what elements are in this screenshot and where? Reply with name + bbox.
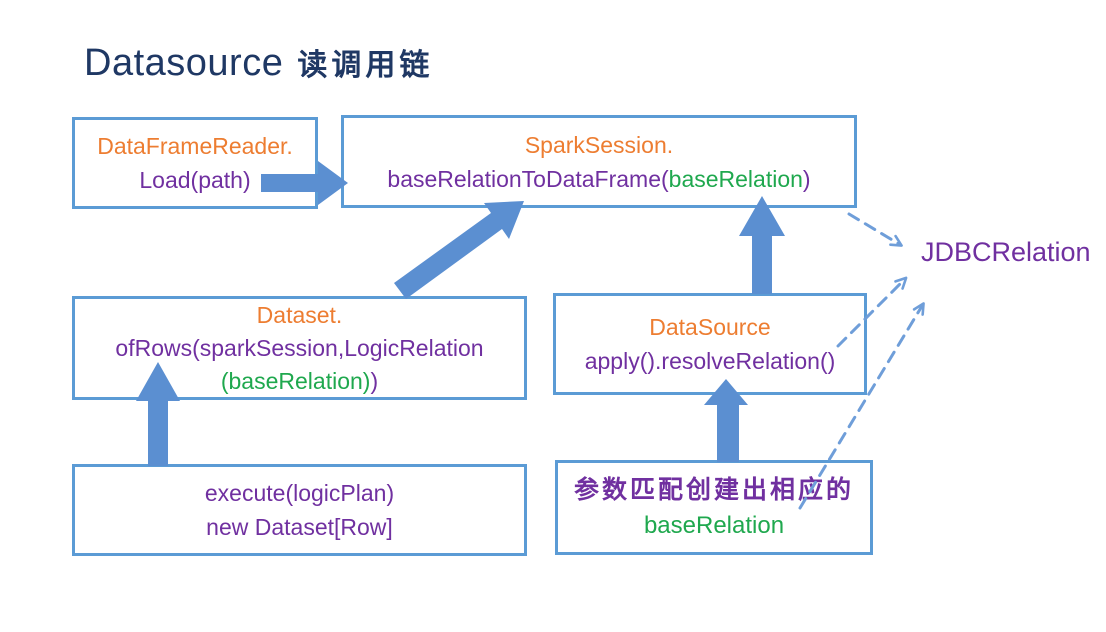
node-dataframereader: DataFrameReader. Load(path) (72, 117, 318, 209)
node-datasource: DataSource apply().resolveRelation() (553, 293, 867, 395)
dashed-arrow-sparksession-to-jdbcrelation (847, 212, 903, 247)
node-param-match: 参数匹配创建出相应的 baseRelation (555, 460, 873, 555)
node-method: ofRows(sparkSession,LogicRelation (115, 334, 484, 361)
node-execute: execute(logicPlan) new Dataset[Row] (72, 464, 527, 556)
label-jdbcrelation: JDBCRelation (921, 237, 1091, 267)
node-class-name: DataSource (649, 314, 771, 340)
title-subtitle-cn: 读调用链 (297, 49, 434, 82)
node-method: Load(path) (139, 167, 251, 193)
method-arg: baseRelation (668, 165, 803, 192)
method-close-paren: ) (802, 165, 811, 192)
node-class-name: SparkSession. (524, 131, 674, 158)
method-arg: (baseRelation) (220, 367, 371, 394)
node-class-name: DataFrameReader. (97, 133, 293, 159)
node-dataset: Dataset. ofRows(sparkSession,LogicRelati… (72, 296, 527, 400)
title-text: Datasource (84, 42, 284, 84)
arrow-resolverelation-to-baserelationtodataframe (739, 196, 785, 294)
node-method-arg-line: (baseRelation)) (221, 365, 378, 398)
node-class-name: Dataset. (256, 301, 343, 328)
diagram-title: Datasource 读调用链 (84, 40, 433, 85)
node-line-execute: execute(logicPlan) (204, 480, 395, 506)
method-close-paren: ) (370, 367, 379, 394)
node-line-new-dataset: new Dataset[Row] (206, 514, 393, 540)
node-method: baseRelationToDataFrame(baseRelation) (387, 162, 810, 196)
node-sparksession: SparkSession. baseRelationToDataFrame(ba… (341, 115, 857, 208)
node-method: apply().resolveRelation() (584, 348, 836, 374)
method-name: baseRelationToDataFrame( (387, 165, 669, 192)
node-line-baserelation: baseRelation (643, 511, 785, 539)
node-line-cn: 参数匹配创建出相应的 (573, 476, 854, 504)
arrow-ofrows-to-baserelationtodataframe (394, 201, 524, 299)
